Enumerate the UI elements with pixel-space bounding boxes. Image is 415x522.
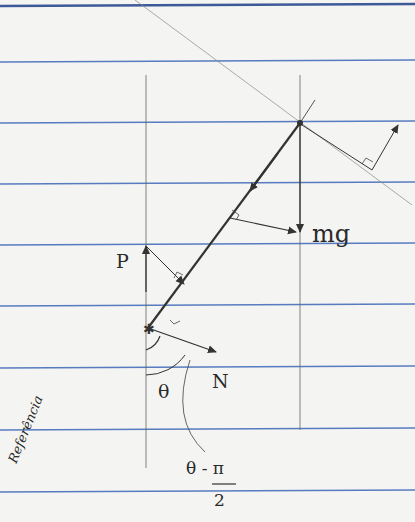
angle-label: θ — [158, 382, 169, 401]
component-arrow — [230, 218, 296, 232]
force-label: mg — [312, 222, 350, 246]
force-label: P — [116, 252, 129, 271]
paper-rule — [0, 4, 415, 492]
component-arrow — [372, 125, 398, 170]
force-arrow — [145, 246, 146, 292]
weight-arrow — [299, 123, 300, 232]
rod-extension — [300, 100, 315, 123]
force-label: N — [212, 372, 229, 391]
reference-line — [146, 75, 300, 468]
leader-line — [183, 360, 205, 452]
fraction-bar — [212, 483, 236, 484]
angle-label: θ - π — [186, 460, 224, 477]
perpendicular-line — [135, 0, 412, 205]
angle-arc — [146, 355, 185, 375]
angle-label: 2 — [214, 492, 225, 509]
angle-arc — [146, 336, 160, 350]
rod — [148, 123, 300, 328]
component-arrow — [146, 246, 184, 284]
pivot-mark: ✱ — [143, 321, 155, 337]
component-arrow — [250, 153, 278, 191]
component-line — [302, 125, 372, 170]
